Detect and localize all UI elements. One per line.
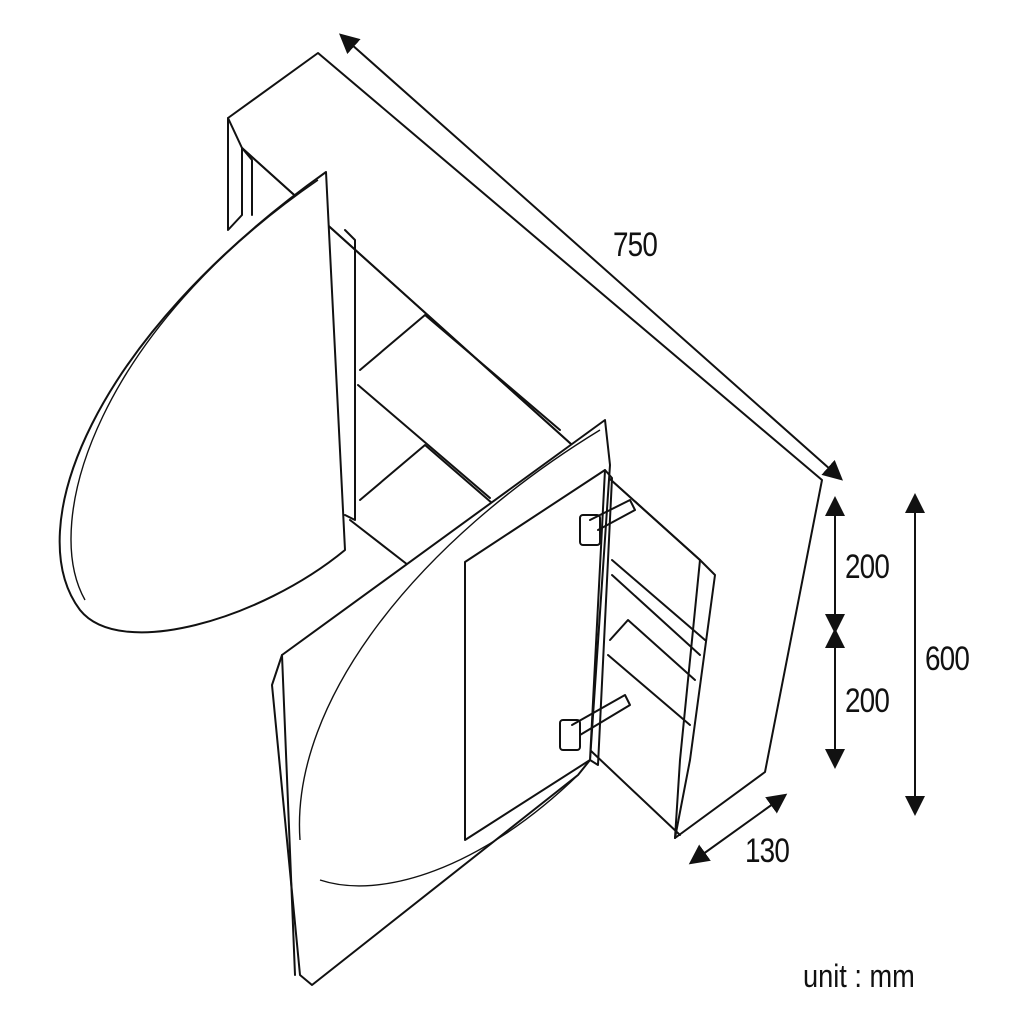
- width-label: 750: [613, 226, 658, 264]
- height-label: 600: [925, 640, 970, 678]
- depth-dimension-arrow: [688, 793, 788, 865]
- hinge-lower: [559, 694, 631, 751]
- hinge-upper: [579, 499, 636, 546]
- depth-label: 130: [745, 832, 790, 870]
- unit-label: unit : mm: [803, 958, 915, 994]
- left-mirror-door: [58, 171, 346, 634]
- upper-shelf-label: 200: [845, 548, 890, 586]
- width-dimension-arrow: [339, 33, 843, 481]
- lower-shelf-label: 200: [845, 682, 890, 720]
